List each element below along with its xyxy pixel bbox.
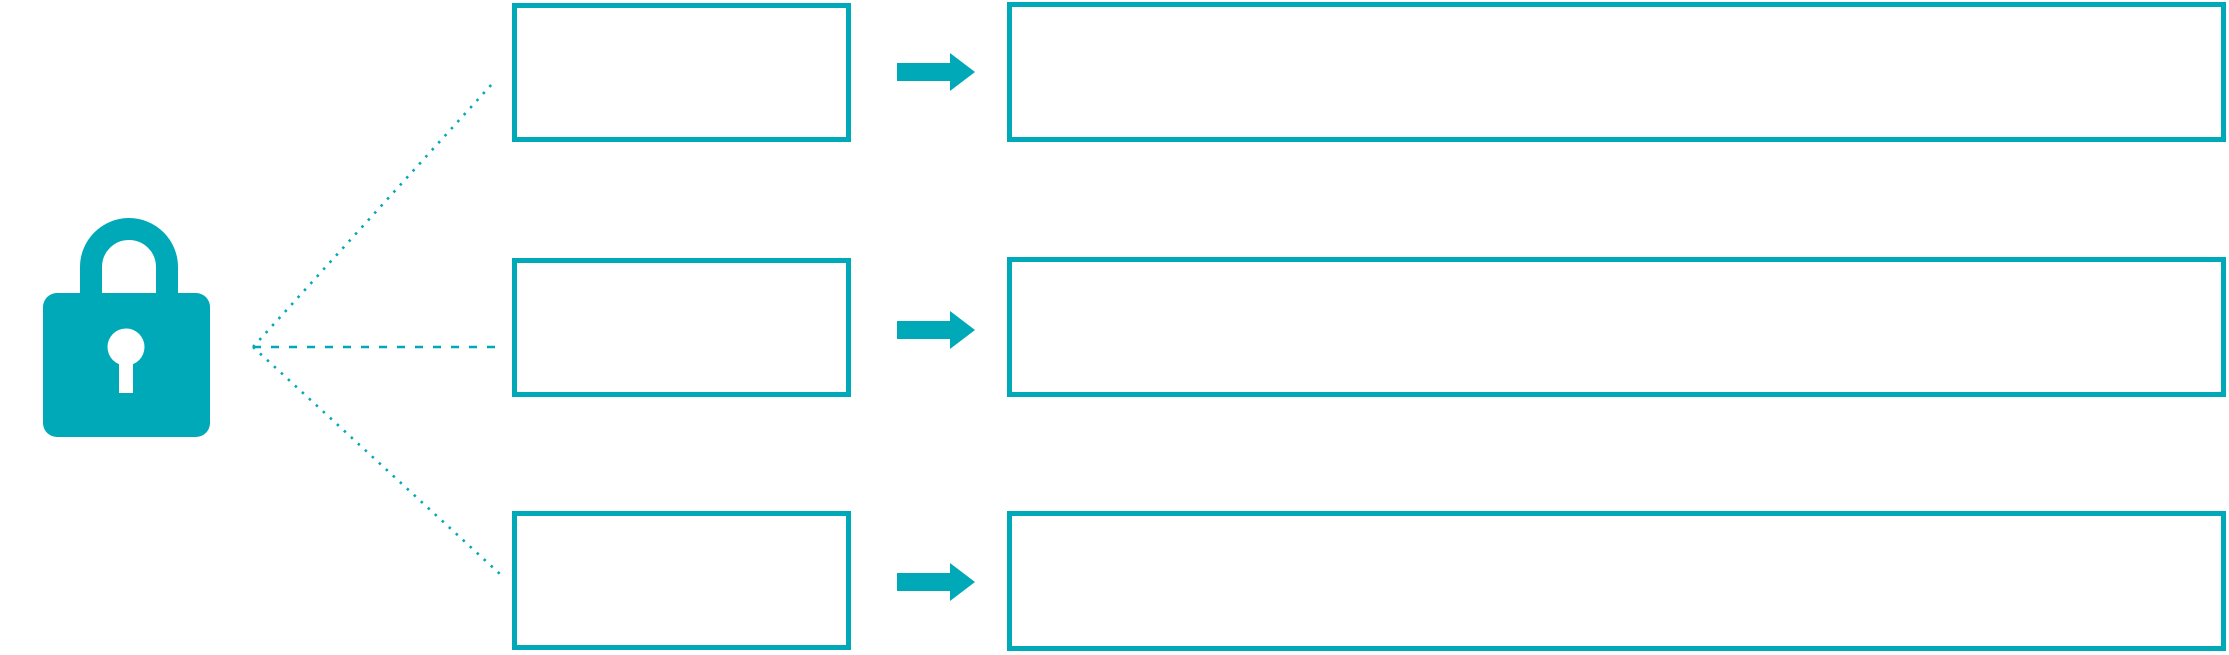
keyhole-circle (107, 328, 145, 366)
large-box-row-3 (1007, 511, 2226, 651)
large-box-row-1 (1007, 2, 2226, 142)
small-box-row-3 (512, 511, 851, 650)
large-box-row-2 (1007, 257, 2226, 397)
arrow-right-icon (897, 563, 975, 601)
connector-bottom-dotted-line (252, 346, 501, 575)
keyhole-stem (119, 350, 133, 393)
small-box-row-1 (512, 3, 851, 142)
arrow-right-icon (897, 53, 975, 91)
lock-icon (43, 218, 210, 437)
connector-top-dotted-line (252, 83, 493, 348)
small-box-row-2 (512, 258, 851, 397)
arrow-right-icon (897, 311, 975, 349)
lock-shackle (80, 218, 178, 310)
